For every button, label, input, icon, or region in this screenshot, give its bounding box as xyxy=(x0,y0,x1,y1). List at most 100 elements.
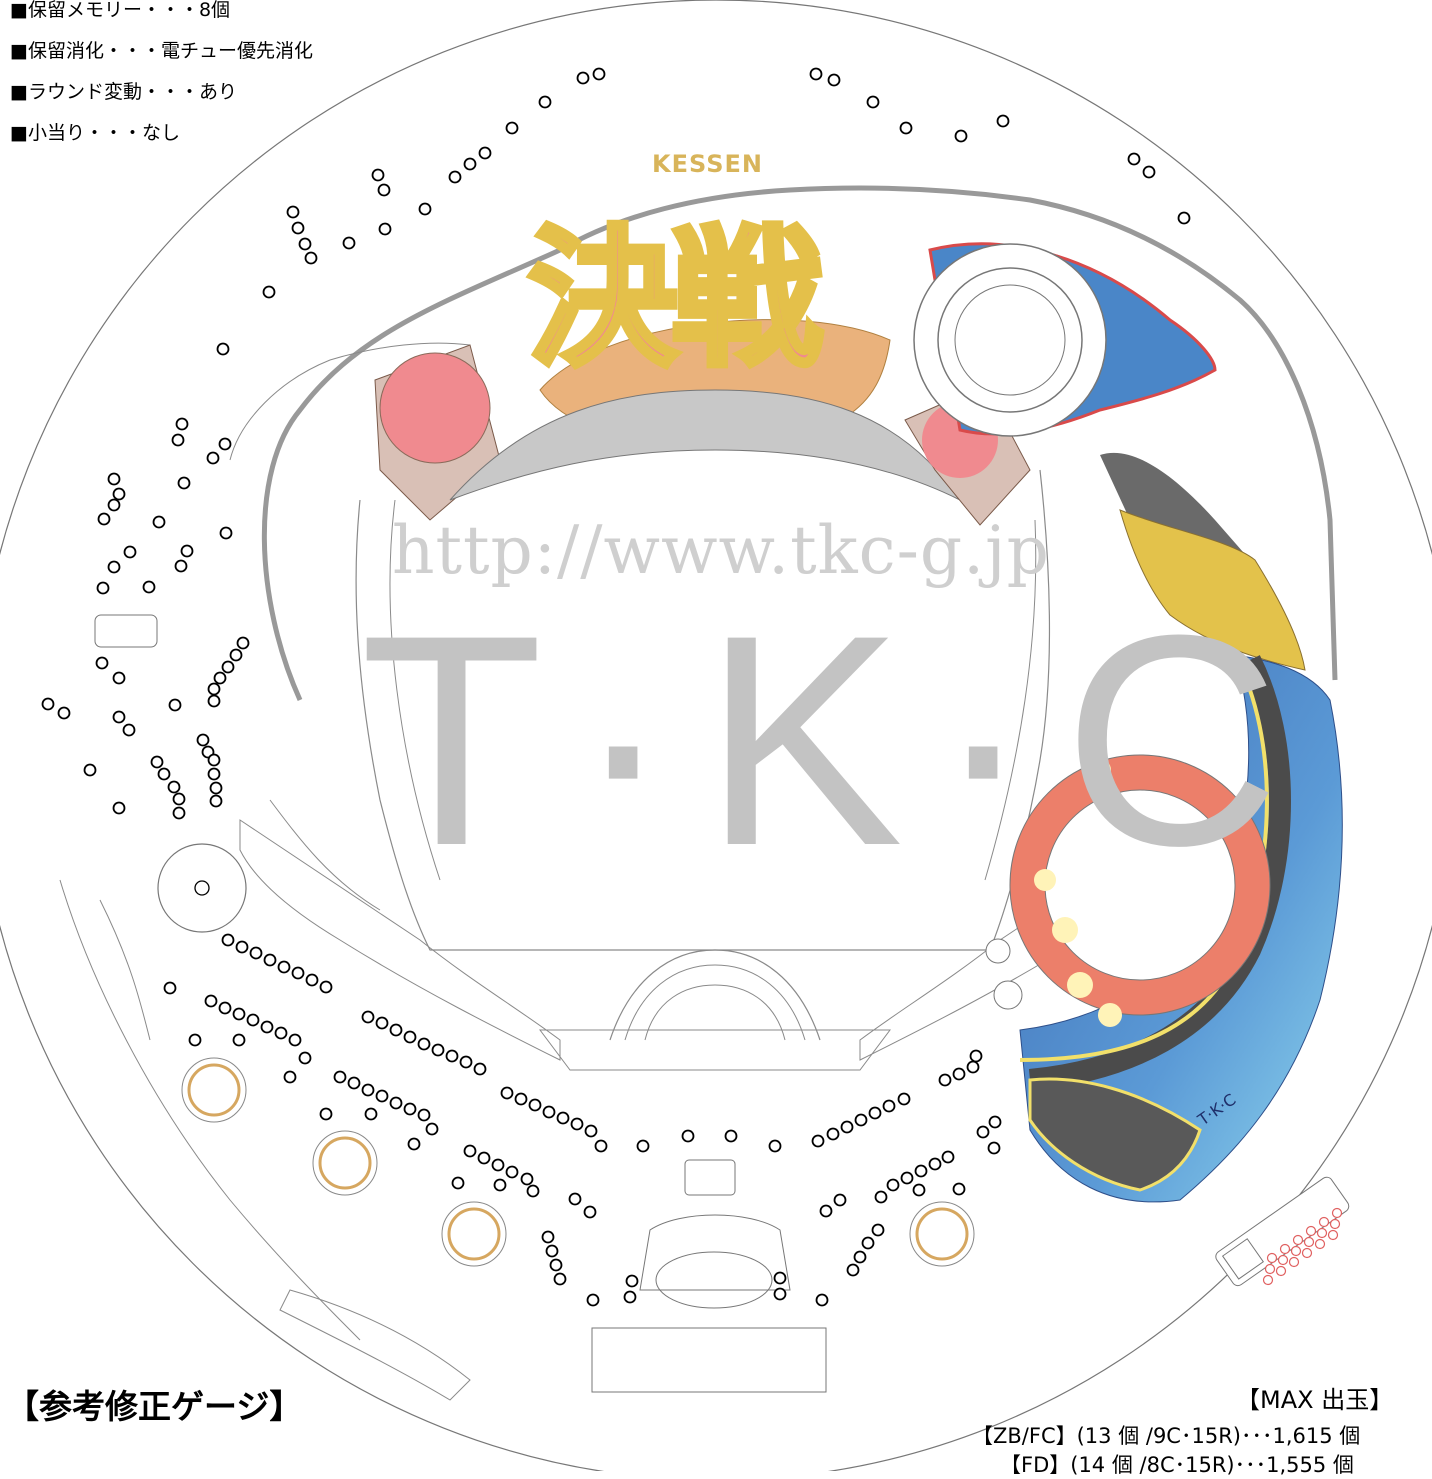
counter-lamp xyxy=(1288,1256,1300,1268)
nail-pin xyxy=(861,1236,875,1250)
nail-pin xyxy=(342,236,356,250)
inner-frame-right xyxy=(984,519,1037,881)
nail-pin xyxy=(853,1250,867,1264)
inner-frame-left xyxy=(389,499,441,881)
nail-pin xyxy=(112,487,126,501)
nail-pin xyxy=(218,1001,232,1015)
logo-kessen-english: KESSEN xyxy=(652,150,763,178)
nail-pin xyxy=(996,114,1010,128)
nail-pin xyxy=(403,1102,417,1116)
stage-center-arch xyxy=(609,949,821,1041)
spec-round-variation: ■ラウンド変動・・・あり xyxy=(10,81,237,103)
nail-pin xyxy=(586,1293,600,1307)
nail-pin xyxy=(232,1033,246,1047)
nail-pin xyxy=(361,1083,375,1097)
wheel-dot-2 xyxy=(1067,972,1093,998)
nail-pin xyxy=(941,1150,955,1164)
nail-pin xyxy=(298,1051,312,1065)
nail-pin xyxy=(175,417,189,431)
nail-pin xyxy=(854,1113,868,1127)
reference-gauge-title: 【参考修正ゲージ】 xyxy=(6,1387,303,1426)
nail-pin xyxy=(952,1182,966,1196)
nail-pin xyxy=(928,1157,942,1171)
out-hole xyxy=(591,1327,827,1393)
nail-pin xyxy=(866,95,880,109)
nail-pin xyxy=(526,1184,540,1198)
nail-pin xyxy=(163,981,177,995)
nail-pin xyxy=(377,183,391,197)
nail-pin xyxy=(319,1107,333,1121)
nail-pin xyxy=(221,660,235,674)
nail-pin xyxy=(556,1111,570,1125)
nail-pin xyxy=(459,1055,473,1069)
start-pocket xyxy=(684,1159,736,1196)
nail-pin xyxy=(375,1016,389,1030)
spec-hold-memory: ■保留メモリー・・・8個 xyxy=(10,0,231,21)
counter-lamp xyxy=(1331,1207,1343,1219)
nail-pin xyxy=(871,1223,885,1237)
blade-gold xyxy=(1119,509,1306,671)
stage-center-arch-inner xyxy=(624,964,806,1041)
nail-pin xyxy=(840,1120,854,1134)
counter-lamps xyxy=(1262,1207,1343,1286)
nail-pin xyxy=(473,1062,487,1076)
nail-pin xyxy=(262,285,276,299)
nail-pin xyxy=(938,1073,952,1087)
nail-pin xyxy=(171,433,185,447)
nail-pin xyxy=(260,1020,274,1034)
nail-pin xyxy=(235,940,249,954)
nail-pin xyxy=(827,73,841,87)
left-slot xyxy=(94,614,158,648)
spec-list: ■保留メモリー・・・8個 ■保留消化・・・電チュー優先消化 ■ラウンド変動・・・… xyxy=(10,0,313,154)
windmill-center xyxy=(194,880,210,896)
nail-pin xyxy=(167,780,181,794)
nail-pin xyxy=(897,1092,911,1106)
wheel-dot-1 xyxy=(1052,917,1078,943)
nail-pin xyxy=(987,1141,1001,1155)
nail-pin xyxy=(57,706,71,720)
counter-lamp xyxy=(1264,1263,1276,1275)
nail-pin xyxy=(41,697,55,711)
nail-pin xyxy=(112,671,126,685)
stage-floor xyxy=(539,1029,891,1071)
nail-pin xyxy=(425,1122,439,1136)
nail-pin xyxy=(625,1274,639,1288)
nail-pin xyxy=(954,129,968,143)
nail-pin xyxy=(966,1060,980,1074)
nail-pin xyxy=(174,559,188,573)
nail-pin xyxy=(283,1070,297,1084)
gold-tulip-4 xyxy=(909,1201,975,1267)
nail-pin xyxy=(448,170,462,184)
blade-tip-dark xyxy=(1100,452,1250,560)
counter-lamp xyxy=(1279,1243,1291,1255)
nail-pin xyxy=(431,1043,445,1057)
nail-pin xyxy=(886,1178,900,1192)
nail-pin xyxy=(236,636,250,650)
nail-pin xyxy=(291,221,305,235)
nail-pin xyxy=(107,498,121,512)
nail-pin xyxy=(584,1124,598,1138)
lower-attacker xyxy=(655,1251,773,1309)
stage-left xyxy=(239,819,561,1061)
nail-pin xyxy=(112,801,126,815)
nail-pin xyxy=(168,698,182,712)
counter-lamp xyxy=(1314,1238,1326,1250)
nail-pin xyxy=(463,157,477,171)
spec-small-hit: ■小当り・・・なし xyxy=(10,122,180,144)
nail-pin xyxy=(445,1049,459,1063)
nail-pin xyxy=(545,1244,559,1258)
nail-pin xyxy=(592,67,606,81)
nail-pin xyxy=(188,1033,202,1047)
nail-pin xyxy=(216,342,230,356)
nail-pin xyxy=(361,1010,375,1024)
nail-pin xyxy=(219,526,233,540)
counter-lamp xyxy=(1277,1254,1289,1266)
gold-tulip-2 xyxy=(312,1130,378,1196)
nail-pin xyxy=(177,476,191,490)
nail-pin xyxy=(505,121,519,135)
nail-pin xyxy=(298,237,312,251)
nail-pin xyxy=(568,1192,582,1206)
nail-pin xyxy=(288,1033,302,1047)
nail-pin xyxy=(1142,165,1156,179)
watermark-url: http://www.tkc-g.jp xyxy=(392,512,1050,589)
